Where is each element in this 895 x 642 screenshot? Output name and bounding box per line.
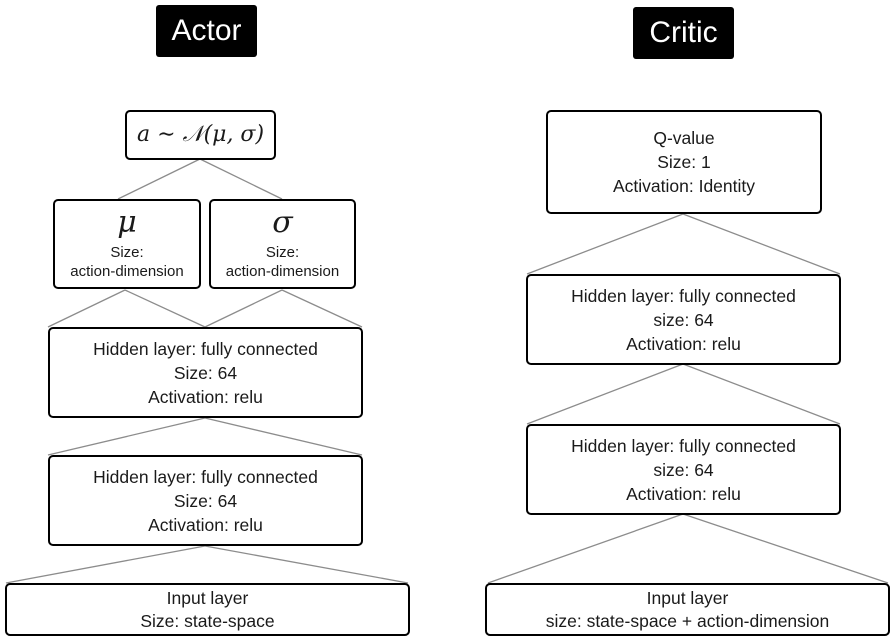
layer-size: size: 64 [653,309,714,330]
connector-line [199,158,283,200]
mu-size-value: action-dimension [70,263,184,280]
actor-title: Actor [156,5,257,57]
layer-type: Hidden layer: fully connected [571,285,796,306]
sigma-size-label: Size: [265,244,300,261]
layer-type: Hidden layer: fully connected [93,338,318,359]
connector-line [5,545,206,584]
mu-symbol: μ [117,205,137,240]
actor-mu-box: μ Size: action-dimension [53,199,201,289]
critic-hidden-layer-1: Hidden layer: fully connected size: 64 A… [526,274,841,365]
layer-activation: Activation: relu [626,483,741,504]
layer-size: Size: 64 [173,490,238,511]
connector-line [682,513,889,584]
connector-line [682,363,841,425]
connector-line [526,363,684,425]
layer-size: Size: state-space [140,610,275,631]
layer-type: Hidden layer: fully connected [571,435,796,456]
actor-hidden-layer-1: Hidden layer: fully connected Size: 64 A… [48,327,363,418]
actor-output-formula: a ∼ 𝒩(μ, σ) [136,122,265,147]
connector-line [117,158,201,200]
sigma-size-value: action-dimension [225,263,340,280]
connector-line [204,545,409,584]
actor-hidden-layer-2: Hidden layer: fully connected Size: 64 A… [48,455,363,546]
connector-line [124,289,206,328]
connector-line [204,417,363,456]
critic-title: Critic [633,7,734,59]
connector-line [281,289,363,328]
layer-size: size: 64 [653,459,714,480]
connector-line [682,213,841,275]
layer-activation: Activation: relu [148,514,263,535]
actor-input-layer: Input layer Size: state-space [5,583,410,636]
mu-size-label: Size: [110,244,144,261]
layer-type: Input layer [646,587,729,608]
critic-input-layer: Input layer size: state-space + action-d… [485,583,890,636]
critic-hidden-layer-2: Hidden layer: fully connected size: 64 A… [526,424,841,515]
output-size: Size: 1 [657,152,711,172]
layer-activation: Activation: relu [148,386,263,407]
layer-size: Size: 64 [173,362,238,383]
connector-line [47,417,206,456]
layer-type: Input layer [166,587,249,608]
layer-type: Hidden layer: fully connected [93,466,318,487]
output-name: Q-value [653,128,715,148]
connector-line [487,513,684,584]
layer-size: size: state-space + action-dimension [545,610,830,631]
connector-line [526,213,684,275]
critic-output-box: Q-value Size: 1 Activation: Identity [546,110,822,214]
actor-output-box: a ∼ 𝒩(μ, σ) [125,110,276,160]
connector-line [47,289,126,328]
sigma-symbol: σ [272,205,293,240]
layer-activation: Activation: relu [626,333,741,354]
actor-sigma-box: σ Size: action-dimension [209,199,356,289]
output-activation: Activation: Identity [612,176,756,196]
connector-line [204,289,283,328]
